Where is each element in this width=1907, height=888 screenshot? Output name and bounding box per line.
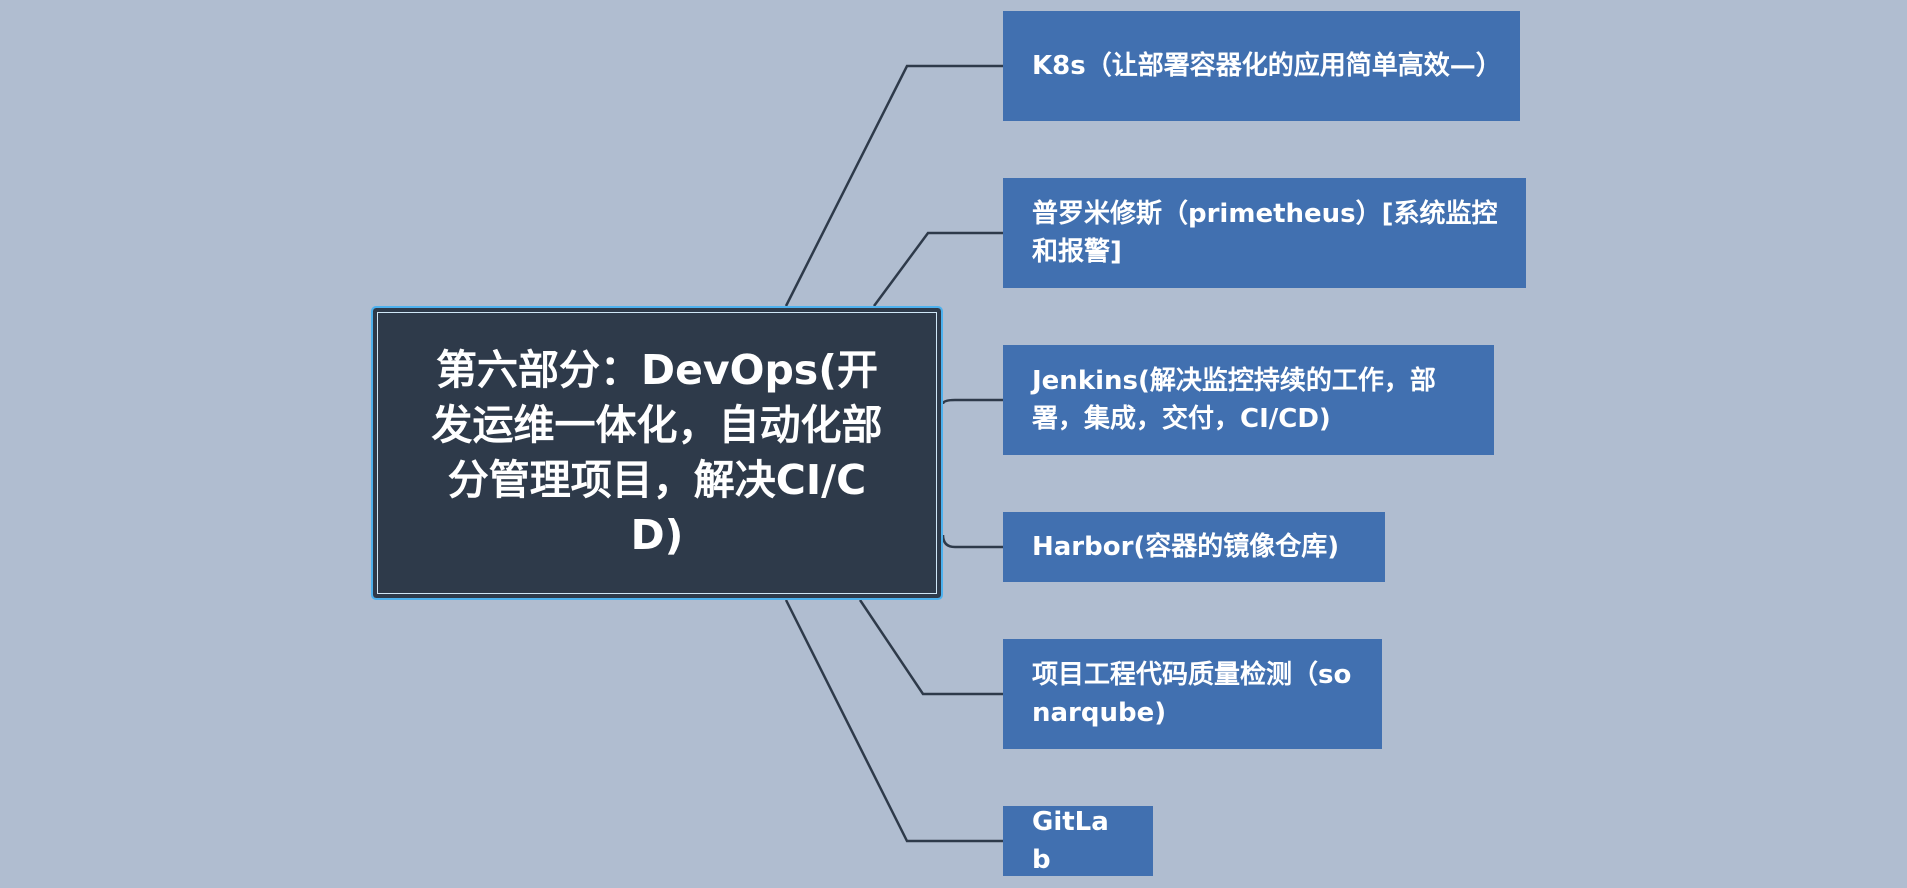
subtopic-harbor[interactable]: Harbor(容器的镜像仓库) [1003,512,1385,582]
central-topic[interactable]: 第六部分：DevOps(开发运维一体化，自动化部分管理项目，解决CI/CD) [371,306,943,600]
subtopic-k8s-label: K8s（让部署容器化的应用简单高效—） [1032,51,1502,81]
central-topic-label: 第六部分：DevOps(开发运维一体化，自动化部分管理项目，解决CI/CD) [431,346,883,559]
subtopic-gitlab[interactable]: GitLab [1003,806,1153,876]
subtopic-sonarqube-label: 项目工程代码质量检测（sonarqube) [1032,660,1352,728]
subtopic-gitlab-label: GitLab [1032,807,1109,875]
subtopic-sonarqube[interactable]: 项目工程代码质量检测（sonarqube) [1003,639,1382,749]
connector-gitlab [784,599,1003,843]
subtopic-jenkins[interactable]: Jenkins(解决监控持续的工作，部署，集成，交付，CI/CD) [1003,345,1494,455]
connector-sonarqube [858,599,1003,696]
subtopic-jenkins-label: Jenkins(解决监控持续的工作，部署，集成，交付，CI/CD) [1032,366,1436,434]
subtopic-k8s[interactable]: K8s（让部署容器化的应用简单高效—） [1003,11,1520,121]
subtopic-prometheus-label: 普罗米修斯（primetheus）[系统监控和报警] [1032,199,1498,267]
connector-jenkins [941,398,1003,405]
subtopic-prometheus[interactable]: 普罗米修斯（primetheus）[系统监控和报警] [1003,178,1526,288]
subtopic-harbor-label: Harbor(容器的镜像仓库) [1032,532,1340,562]
connector-harbor [941,534,1003,549]
connector-prometheus [872,231,1003,307]
connector-k8s [784,64,1003,307]
